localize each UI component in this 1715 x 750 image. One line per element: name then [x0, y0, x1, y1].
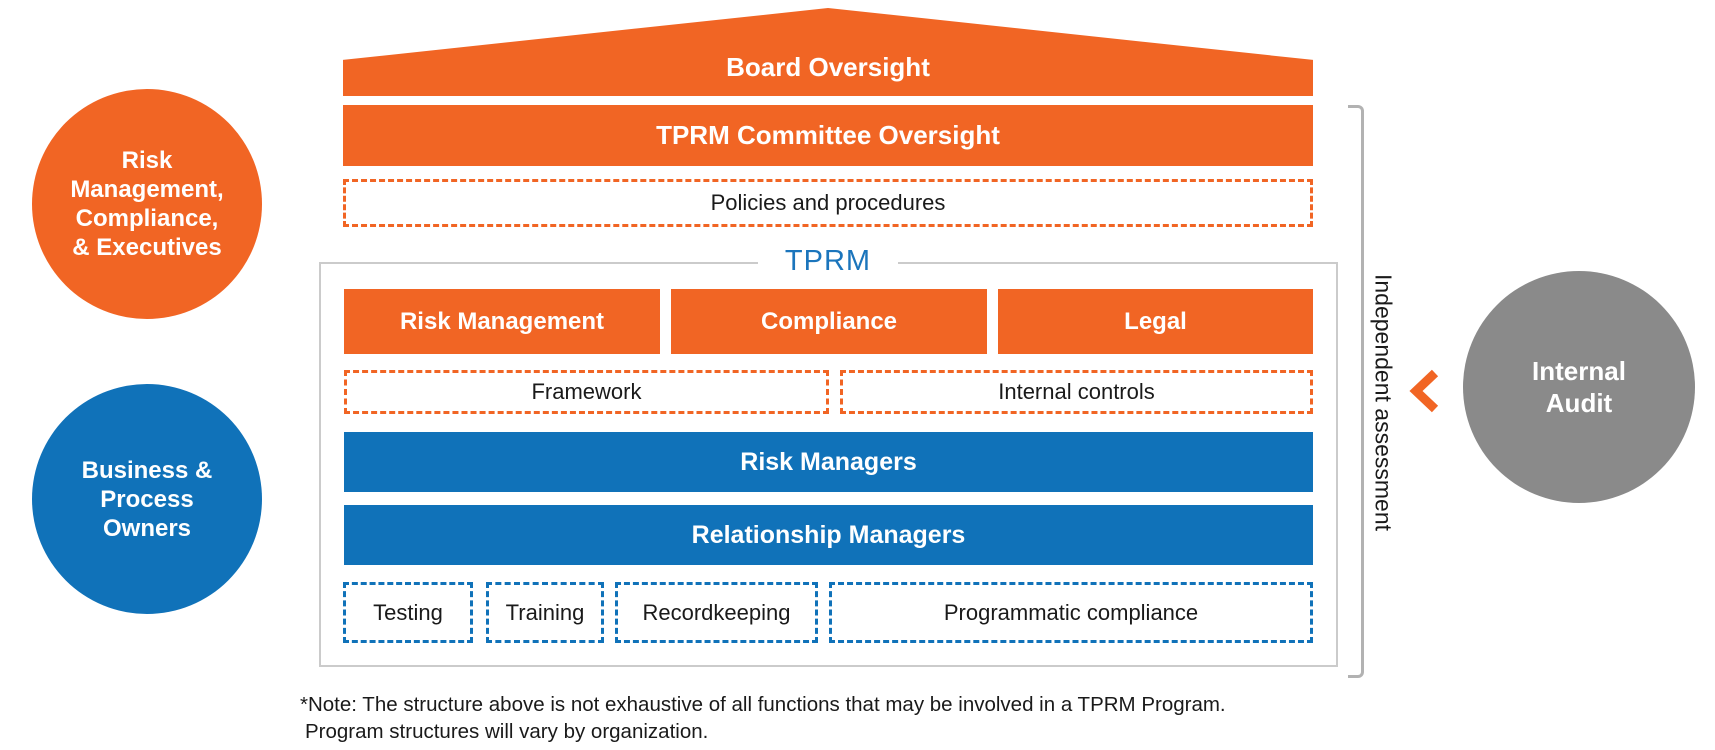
function-legal-box: Legal — [998, 289, 1313, 354]
circle-line: Process — [100, 485, 194, 513]
policies-and-procedures-box: Policies and procedures — [343, 179, 1313, 227]
activity-testing-label: Testing — [373, 599, 443, 625]
function-legal-label: Legal — [1124, 307, 1187, 335]
function-compliance-label: Compliance — [760, 307, 898, 335]
activity-recordkeeping-box: Recordkeeping — [615, 582, 818, 643]
activity-programmatic-compliance-box: Programmatic compliance — [829, 582, 1313, 643]
board-oversight-label: Board Oversight — [726, 51, 930, 82]
policies-and-procedures-label: Policies and procedures — [710, 190, 946, 215]
internal-controls-box: Internal controls — [840, 370, 1313, 414]
activity-training-box: Training — [486, 582, 604, 643]
function-risk-management-label: Risk Management — [399, 307, 605, 335]
activity-training-label: Training — [505, 599, 585, 625]
function-risk-management-box: Risk Management — [344, 289, 660, 354]
function-compliance-box: Compliance — [671, 289, 987, 354]
framework-box: Framework — [344, 370, 829, 414]
circle-line: Risk — [121, 147, 173, 174]
tprm-committee-oversight-bar: TPRM Committee Oversight — [343, 105, 1313, 166]
footnote-line: *Note: The structure above is not exhaus… — [300, 693, 1226, 716]
circle-line: Management, — [70, 176, 224, 203]
relationship-managers-bar: Relationship Managers — [344, 505, 1313, 565]
internal-controls-label: Internal controls — [998, 379, 1155, 404]
tprm-committee-oversight-label: TPRM Committee Oversight — [656, 120, 1000, 150]
footnote-line: Program structures will vary by organiza… — [305, 719, 709, 743]
circle-line: Owners — [102, 514, 192, 542]
board-oversight-roof: Board Oversight — [343, 8, 1313, 96]
tprm-group-label: TPRM — [758, 243, 898, 279]
activity-programmatic-compliance-label: Programmatic compliance — [943, 599, 1199, 625]
circle-line: Business & — [81, 456, 213, 484]
independent-assessment-label: Independent assessment — [1370, 274, 1397, 532]
business-process-owners-circle: Business & Process Owners — [32, 384, 262, 614]
risk-management-compliance-executives-circle: Risk Management, Compliance, & Executive… — [32, 89, 262, 319]
activity-recordkeeping-label: Recordkeeping — [642, 599, 791, 625]
risk-managers-label: Risk Managers — [740, 447, 917, 476]
framework-label: Framework — [531, 379, 642, 404]
independent-assessment-bracket — [1348, 105, 1364, 678]
internal-audit-line: Internal — [1532, 356, 1626, 386]
activity-testing-box: Testing — [343, 582, 473, 643]
circle-line: Compliance, — [75, 205, 219, 232]
chevron-left-icon — [1409, 369, 1439, 413]
footnote: *Note: The structure above is not exhaus… — [300, 692, 1400, 745]
circle-line: & Executives — [72, 234, 222, 261]
risk-managers-bar: Risk Managers — [344, 432, 1313, 492]
internal-audit-line: Audit — [1545, 388, 1613, 418]
relationship-managers-label: Relationship Managers — [691, 520, 966, 549]
internal-audit-circle: Internal Audit — [1463, 271, 1695, 503]
